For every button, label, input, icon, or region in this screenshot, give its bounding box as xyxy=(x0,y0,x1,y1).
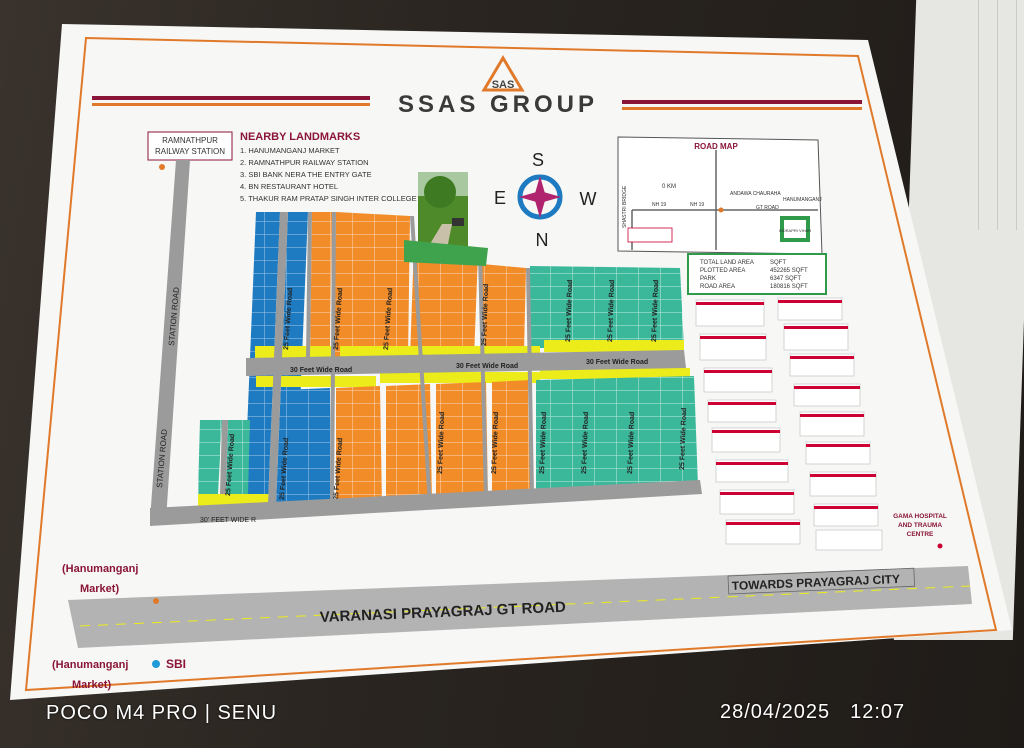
compass-left: E xyxy=(494,188,506,208)
park-area xyxy=(404,240,488,266)
road-label-25ft: 25 Feet Wide Road xyxy=(491,412,500,474)
station-marker xyxy=(159,164,165,170)
landmarks-panel: NEARBY LANDMARKS 1. HANUMANGANJ MARKET 2… xyxy=(240,131,417,203)
svg-text:NH 19: NH 19 xyxy=(690,202,704,208)
road-label-25ft: 25 Feet Wide Road xyxy=(481,284,490,346)
svg-text:0 KM: 0 KM xyxy=(662,184,676,190)
block-schedule-headers xyxy=(696,300,878,525)
svg-text:INDRAPRI VIHAR: INDRAPRI VIHAR xyxy=(779,228,812,233)
svg-text:ROAD AREA: ROAD AREA xyxy=(700,284,735,290)
compass-right: W xyxy=(580,189,597,209)
road-label-30ft: 30 Feet Wide Road xyxy=(586,359,648,366)
road-label-25ft: 25 Feet Wide Road xyxy=(283,288,294,351)
gama-label-2: AND TRAUMA xyxy=(898,522,942,529)
market-label-1b: Market) xyxy=(80,583,119,595)
svg-text:SQFT: SQFT xyxy=(770,260,786,266)
road-map-inset: ROAD MAP 0 KM SHASTRI BRIDGE NH 19 NH 19… xyxy=(617,136,823,255)
gt-road xyxy=(68,566,972,648)
background-paper-grid xyxy=(960,0,1024,230)
landmark-item: 3. SBI BANK NERA THE ENTRY GATE xyxy=(240,170,372,179)
road-label-30ft: 30 Feet Wide Road xyxy=(290,367,352,374)
sbi-marker xyxy=(152,660,160,668)
svg-text:6347 SQFT: 6347 SQFT xyxy=(770,276,801,282)
timestamp-time: 12:07 xyxy=(850,701,906,723)
road-label-25ft: 25 Feet Wide Road xyxy=(565,280,574,342)
bottom-thirty-feet-road xyxy=(150,480,702,526)
thirty-feet-road xyxy=(246,350,686,376)
camera-watermark: POCO M4 PRO | SENU xyxy=(46,702,278,724)
bottom-road-label: 30' FEET WIDE R xyxy=(200,517,256,524)
landmark-item: 1. HANUMANGANJ MARKET xyxy=(240,146,340,155)
plot-layout xyxy=(198,212,698,508)
road-label-25ft: 25 Feet Wide Road xyxy=(225,434,236,497)
area-table: TOTAL LAND AREA SQFT PLOTTED AREA 452265… xyxy=(687,253,827,295)
road-label-25ft: 25 Feet Wide Road xyxy=(581,412,590,474)
road-label-25ft: 25 Feet Wide Road xyxy=(651,280,660,342)
compass-top: S xyxy=(532,150,544,170)
svg-text:PLOTTED AREA: PLOTTED AREA xyxy=(700,268,745,274)
station-label-1: RAMNATHPUR xyxy=(162,136,218,145)
road-map-title: ROAD MAP xyxy=(694,142,738,151)
park-photo xyxy=(418,172,468,254)
landmark-item: 4. BN RESTAURANT HOTEL xyxy=(240,182,338,191)
market-label-1a: (Hanumanganj xyxy=(62,563,138,575)
sbi-label: SBI xyxy=(166,657,186,671)
gama-label-3: CENTRE xyxy=(907,531,934,538)
road-label-25ft: 25 Feet Wide Road xyxy=(627,412,636,474)
compass-bottom: N xyxy=(536,230,549,250)
twenty-five-feet-roads xyxy=(220,212,534,506)
market-marker xyxy=(153,598,159,604)
landmarks-title: NEARBY LANDMARKS xyxy=(240,131,360,143)
svg-text:GT ROAD: GT ROAD xyxy=(756,205,779,211)
gama-label-1: GAMA HOSPITAL xyxy=(893,513,947,520)
svg-text:NH 19: NH 19 xyxy=(652,202,666,208)
svg-text:SHASTRI BRIDGE: SHASTRI BRIDGE xyxy=(622,185,628,228)
svg-text:HANUMANGANJ: HANUMANGANJ xyxy=(783,197,822,203)
compass-rose: S E W N xyxy=(494,150,597,250)
road-label-25ft: 25 Feet Wide Road xyxy=(539,412,548,474)
road-label-25ft: 25 Feet Wide Road xyxy=(279,438,290,501)
timestamp-watermark: 28/04/2025 12:07 xyxy=(720,701,905,724)
market-label-2b: Market) xyxy=(72,679,111,691)
road-label-25ft: 25 Feet Wide Road xyxy=(437,412,446,474)
block-schedules xyxy=(695,297,883,551)
road-label-25ft: 25 Feet Wide Road xyxy=(333,438,344,501)
market-label-2a: (Hanumanganj xyxy=(52,659,128,671)
landmark-item: 5. THAKUR RAM PRATAP SINGH INTER COLLEGE xyxy=(240,194,417,203)
road-label-25ft: 25 Feet Wide Road xyxy=(383,288,394,351)
road-label-25ft: 25 Feet Wide Road xyxy=(679,408,688,470)
station-road xyxy=(150,160,190,520)
svg-text:180816 SQFT: 180816 SQFT xyxy=(770,284,808,290)
brand-name: SSAS GROUP xyxy=(398,91,598,118)
road-label-30ft: 30 Feet Wide Road xyxy=(456,363,518,370)
road-label-25ft: 25 Feet Wide Road xyxy=(607,280,616,342)
company-logo: SAS SSAS GROUP xyxy=(92,55,862,118)
gama-marker xyxy=(937,543,943,549)
svg-text:452265 SQFT: 452265 SQFT xyxy=(770,268,808,274)
timestamp-date: 28/04/2025 xyxy=(720,701,831,723)
road-label-25ft: 25 Feet Wide Road xyxy=(333,288,344,351)
orange-border xyxy=(24,36,998,692)
logo-monogram: SAS xyxy=(492,79,515,91)
landmark-item: 2. RAMNATHPUR RAILWAY STATION xyxy=(240,158,369,167)
svg-text:TOTAL LAND AREA: TOTAL LAND AREA xyxy=(700,260,754,266)
svg-text:PARK: PARK xyxy=(700,276,716,282)
svg-text:ANDAWA CHAURAHA: ANDAWA CHAURAHA xyxy=(730,191,781,197)
station-label-2: RAILWAY STATION xyxy=(155,147,225,156)
